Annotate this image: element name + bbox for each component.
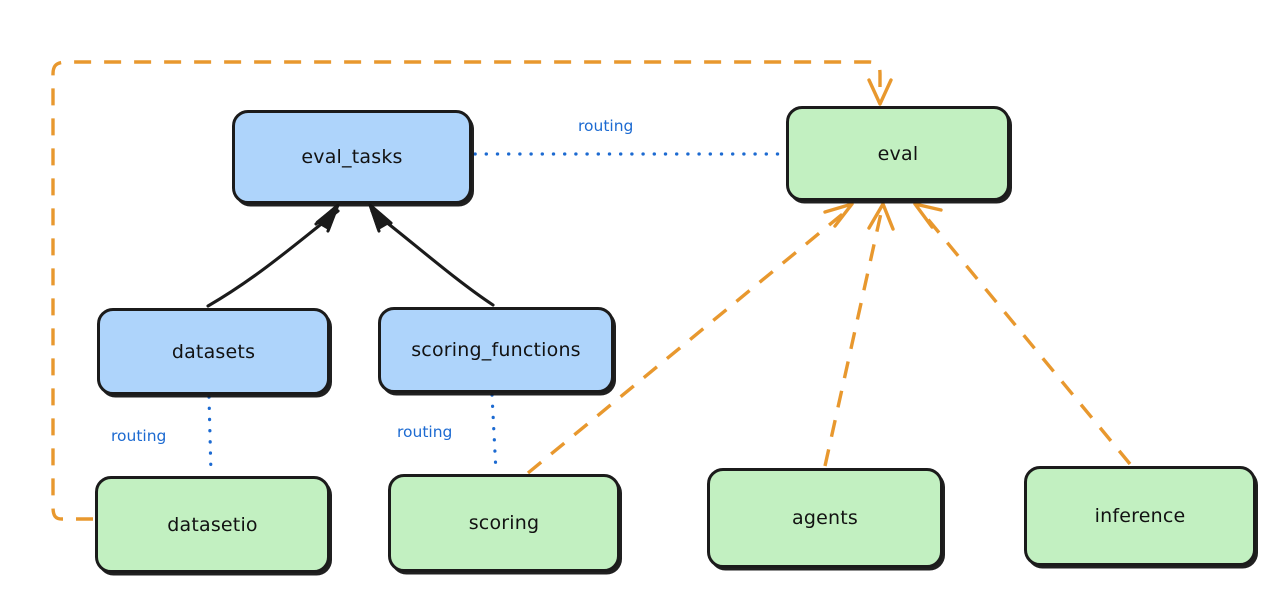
node-eval-tasks[interactable]: eval_tasks	[232, 110, 472, 204]
edge-datasets-to-datasetio	[207, 395, 213, 476]
node-datasetio[interactable]: datasetio	[95, 476, 330, 573]
node-label: datasets	[171, 340, 256, 363]
edge-label-routing-scoring-functions: routing	[397, 423, 453, 441]
node-inference[interactable]: inference	[1024, 466, 1256, 566]
edge-scoring_functions-to-scoring	[490, 393, 498, 474]
edge-label-routing-datasets: routing	[111, 427, 167, 445]
edge-datasetio-to-eval	[51, 60, 893, 521]
node-eval[interactable]: eval	[786, 106, 1010, 201]
node-datasets[interactable]: datasets	[97, 308, 330, 395]
edge-scoring_functions-to-eval_tasks	[368, 203, 495, 307]
node-scoring-functions[interactable]: scoring_functions	[378, 307, 614, 393]
edge-agents-to-eval	[823, 202, 895, 467]
node-label: scoring	[468, 512, 540, 534]
node-label: eval	[877, 142, 919, 165]
edge-label-routing-eval-tasks: routing	[578, 117, 634, 135]
edge-inference-to-eval	[913, 202, 1132, 466]
node-label: inference	[1094, 505, 1186, 527]
node-label: agents	[792, 507, 858, 529]
node-agents[interactable]: agents	[707, 468, 943, 568]
node-label: scoring_functions	[411, 339, 581, 361]
node-scoring[interactable]: scoring	[388, 474, 620, 572]
node-label: datasetio	[167, 513, 258, 536]
node-label: eval_tasks	[301, 146, 403, 168]
edge-datasets-to-eval_tasks	[206, 203, 340, 308]
